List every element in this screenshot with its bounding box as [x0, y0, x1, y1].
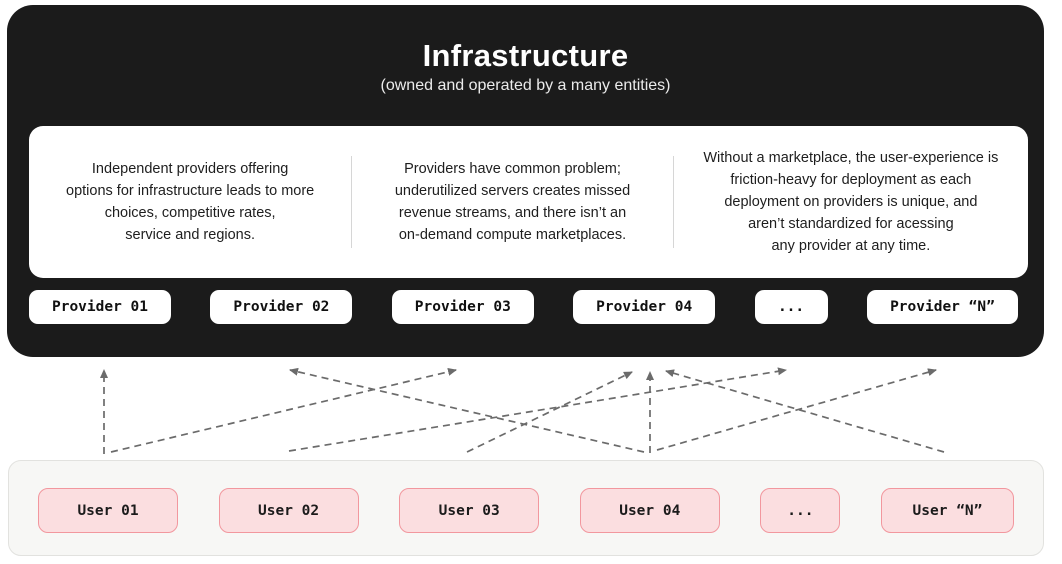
user-ellipsis-box: ...: [760, 488, 841, 533]
connection-arrow-user-03-to-provider-04: [466, 371, 633, 453]
user-01-box: User 01: [38, 488, 178, 533]
note-divider-2: [672, 156, 674, 248]
note-column-3: Without a marketplace, the user-experien…: [674, 126, 1028, 278]
note-divider-1: [351, 156, 353, 248]
note-column-1: Independent providers offering options f…: [29, 126, 351, 278]
provider-02-box: Provider 02: [210, 290, 353, 324]
connection-arrow-user-01-to-provider-03: [110, 367, 457, 453]
providers-row: Provider 01 Provider 02 Provider 03 Prov…: [29, 290, 1018, 324]
user-03-box: User 03: [399, 488, 540, 533]
provider-04-box: Provider 04: [573, 290, 716, 324]
infrastructure-title: Infrastructure: [422, 38, 629, 73]
note-text-3: Without a marketplace, the user-experien…: [703, 150, 999, 254]
connection-arrow-user-04-to-provider-02: [289, 367, 645, 453]
note-text-2: Providers have common problem; underutil…: [394, 161, 631, 243]
connection-arrow-user-04-to-provider-n: [656, 368, 937, 451]
user-n-box: User “N”: [880, 488, 1014, 533]
users-panel: User 01 User 02 User 03 User 04 ... User…: [8, 460, 1044, 556]
provider-03-box: Provider 03: [391, 290, 534, 324]
infrastructure-subtitle: (owned and operated by a many entities): [380, 77, 671, 94]
user-04-box: User 04: [579, 488, 720, 533]
provider-n-box: Provider “N”: [866, 290, 1018, 324]
note-text-1: Independent providers offering options f…: [66, 161, 315, 243]
note-column-2: Providers have common problem; underutil…: [352, 126, 672, 278]
user-02-box: User 02: [218, 488, 359, 533]
provider-01-box: Provider 01: [29, 290, 171, 324]
provider-ellipsis-box: ...: [754, 290, 828, 324]
infrastructure-notes-card: Independent providers offering options f…: [29, 126, 1028, 278]
infrastructure-panel: Infrastructure (owned and operated by a …: [7, 5, 1044, 357]
connection-arrow-user-02-to-provider-ellipsis: [288, 367, 787, 452]
connection-arrow-user-n-to-provider-04: [665, 369, 945, 453]
users-row: User 01 User 02 User 03 User 04 ... User…: [38, 488, 1014, 533]
